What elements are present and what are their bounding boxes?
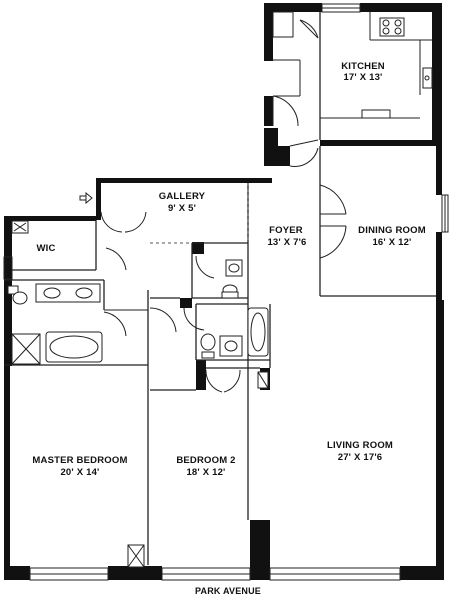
wall-foyer-pillar: [264, 128, 278, 166]
master-name: MASTER BEDROOM: [32, 455, 127, 466]
bedroom2-dims: 18' X 12': [186, 467, 225, 478]
wall-west-master: [4, 366, 10, 566]
wic-name: WIC: [36, 243, 55, 254]
second-bath-fixtures: [200, 307, 269, 359]
wall-south-mid: [108, 566, 162, 580]
foyer-dims: 13' X 7'6: [267, 237, 306, 248]
shower-icon: [11, 333, 41, 365]
sink-icon: [422, 67, 433, 89]
wall-living-south-right: [400, 566, 444, 580]
powder-room-fixtures: [221, 259, 243, 299]
living-dims: 27' X 17'6: [338, 452, 383, 463]
gallery-dims: 9' X 5': [168, 203, 196, 214]
wall-foyer-corner: [278, 146, 290, 166]
living-corner-box: [257, 371, 269, 389]
bathtub-icon: [45, 331, 103, 363]
wall-gallery-west-jog: [96, 178, 101, 220]
vent-icon: [127, 544, 145, 568]
foyer-name: FOYER: [269, 225, 303, 236]
kitchen-name: KITCHEN: [341, 61, 385, 72]
master-vanity: [35, 283, 101, 303]
wall-block-1: [192, 242, 204, 254]
stove-icon: [379, 17, 405, 37]
windows: [29, 3, 449, 581]
wall-dining-top: [320, 140, 440, 146]
wall-kitchen-west-upper: [264, 3, 273, 61]
wall-kitchen-top-left: [264, 3, 322, 12]
living-name: LIVING ROOM: [327, 440, 393, 451]
wall-kitchen-west-lower: [264, 96, 273, 126]
wall-wic-top: [4, 216, 96, 221]
wall-south-left: [4, 566, 30, 580]
wall-dining-east-lower: [436, 232, 442, 300]
dining-name: DINING ROOM: [358, 225, 426, 236]
wall-kitchen-east: [432, 3, 442, 143]
wall-living-east: [436, 300, 444, 570]
bedroom2-name: BEDROOM 2: [176, 455, 235, 466]
toilet-icon: [7, 285, 28, 305]
wall-dining-east: [436, 140, 442, 195]
entry-arrow-icon: [79, 191, 93, 205]
master-dims: 20' X 14': [60, 467, 99, 478]
wall-kitchen-top-right: [360, 3, 442, 12]
wall-bed2-south-corner: [250, 520, 270, 580]
wall-gallery-top: [96, 178, 272, 183]
gallery-name: GALLERY: [159, 191, 206, 202]
room-labels: KITCHEN 17' X 13' GALLERY 9' X 5' FOYER …: [32, 61, 425, 596]
fixtures: [7, 17, 433, 568]
street-label: PARK AVENUE: [195, 586, 261, 596]
dining-dims: 16' X 12': [372, 237, 411, 248]
wall-block-2: [180, 298, 192, 308]
kitchen-dims: 17' X 13': [343, 72, 382, 83]
wall-block-4: [196, 360, 206, 390]
doors: [79, 19, 347, 393]
